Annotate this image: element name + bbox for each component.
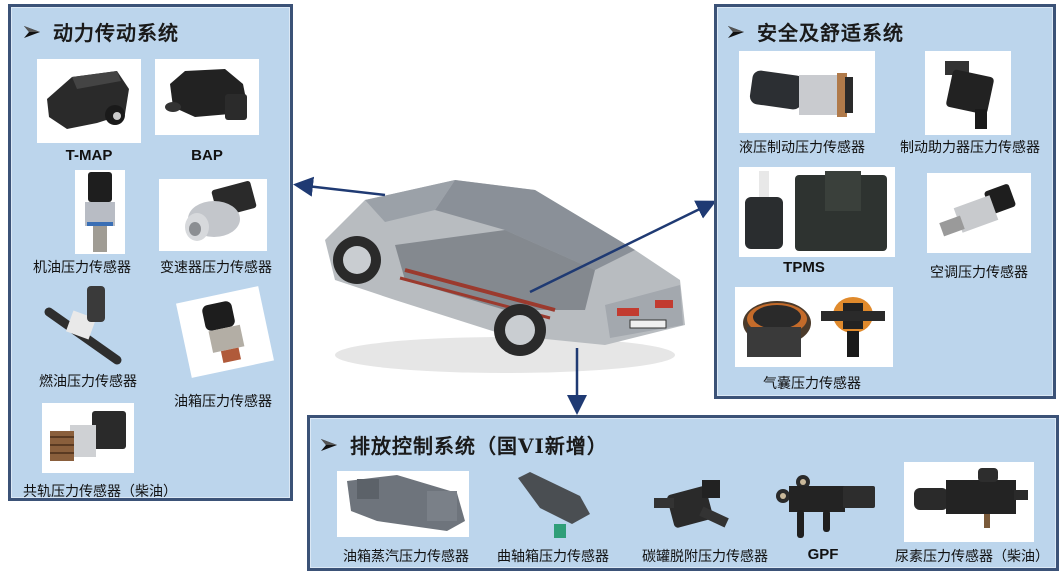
arrow-bullet-icon	[24, 25, 40, 38]
caption-tpms: TPMS	[783, 259, 825, 276]
arrow-bullet-icon	[321, 438, 337, 451]
gpf-sensor-icon	[773, 470, 883, 542]
brake-booster-pressure-sensor-icon	[925, 51, 1011, 135]
caption-canister-purge: 碳罐脱附压力传感器	[642, 549, 768, 565]
hydraulic-brake-pressure-sensor-icon	[739, 51, 875, 133]
car-cutaway-icon	[325, 180, 685, 373]
caption-hydraulic-brake: 液压制动压力传感器	[739, 140, 865, 156]
caption-crankcase: 曲轴箱压力传感器	[497, 549, 609, 565]
airbag-pressure-sensor-icon	[735, 287, 893, 367]
ac-pressure-sensor-icon	[927, 173, 1031, 253]
caption-airbag-pressure: 气囊压力传感器	[763, 376, 861, 392]
tpms-sensor-icon	[739, 167, 895, 257]
caption-fuel-pressure: 燃油压力传感器	[39, 374, 137, 390]
caption-common-rail-pressure: 共轨压力传感器（柴油）	[23, 484, 177, 500]
canister-purge-pressure-sensor-icon	[650, 474, 736, 540]
panel-safety: 安全及舒适系统 液压制动压力传感器 制动助力器压力传感器 TPMS	[714, 4, 1056, 399]
tmap-sensor-icon	[37, 59, 141, 143]
caption-tmap: T-MAP	[65, 147, 113, 164]
caption-brake-booster: 制动助力器压力传感器	[900, 140, 1040, 156]
caption-urea-pressure: 尿素压力传感器（柴油）	[895, 549, 1049, 565]
panel-powertrain: 动力传动系统 T-MAP BAP 机油压力传感器	[8, 4, 293, 501]
panel-title-emission: 排放控制系统（国VI新增）	[320, 430, 608, 459]
caption-bap: BAP	[191, 147, 223, 164]
caption-fuel-tank-pressure: 油箱压力传感器	[174, 394, 272, 410]
bap-sensor-icon	[155, 59, 259, 135]
oil-pressure-sensor-icon	[75, 170, 125, 254]
caption-gpf: GPF	[807, 546, 839, 563]
caption-transmission-pressure: 变速器压力传感器	[160, 260, 272, 276]
caption-oil-pressure: 机油压力传感器	[33, 260, 131, 276]
urea-pressure-sensor-icon	[904, 462, 1034, 542]
tank-vapor-pressure-sensor-icon	[337, 471, 469, 537]
panel-emission: 排放控制系统（国VI新增） 油箱蒸汽压力传感器 曲轴箱压力传感器 碳罐脱附压力传…	[307, 415, 1059, 571]
crankcase-pressure-sensor-icon	[510, 468, 596, 544]
panel-title-safety: 安全及舒适系统	[727, 17, 904, 46]
transmission-pressure-sensor-icon	[159, 179, 267, 251]
caption-tank-vapor: 油箱蒸汽压力传感器	[343, 549, 469, 565]
fuel-pressure-sensor-icon	[41, 282, 125, 370]
arrow-bullet-icon	[728, 25, 744, 38]
panel-title-powertrain: 动力传动系统	[23, 17, 179, 46]
common-rail-pressure-sensor-icon	[42, 403, 134, 473]
caption-ac-pressure: 空调压力传感器	[930, 265, 1028, 281]
fuel-tank-pressure-sensor-icon	[176, 286, 274, 378]
